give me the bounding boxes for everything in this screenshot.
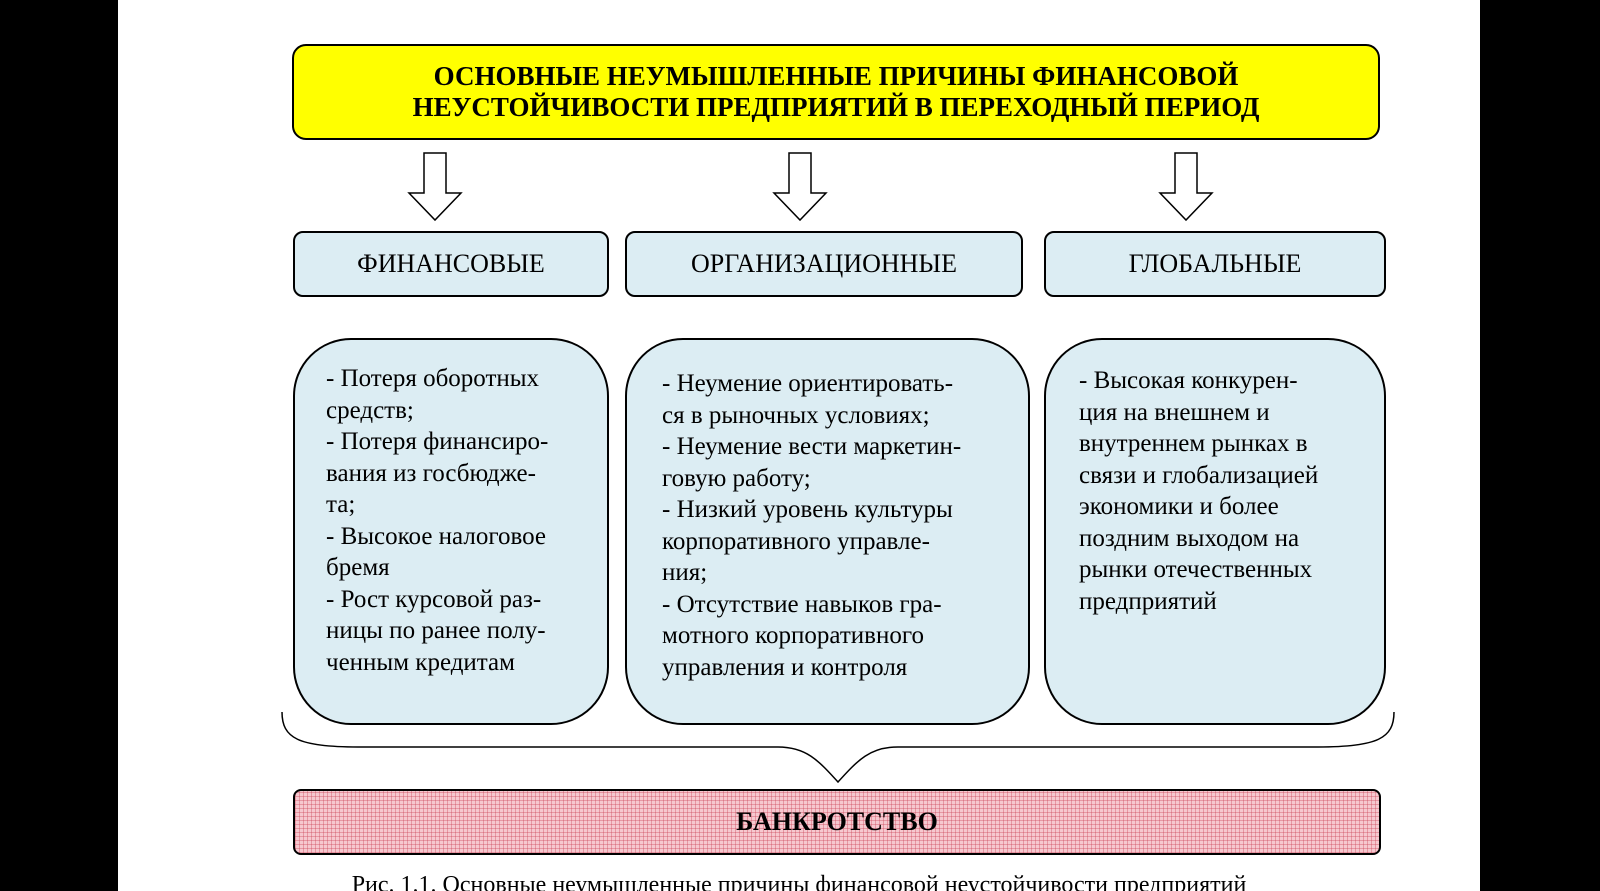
connectors	[281, 152, 1395, 784]
bankruptcy-label: БАНКРОТСТВО	[736, 807, 938, 836]
detail-line: ся в рыночных условиях;	[662, 401, 930, 429]
category-global: ГЛОБАЛЬНЫЕ	[1044, 231, 1386, 297]
detail-line: - Высокая конкурен-	[1079, 367, 1298, 394]
arrow-down-icon	[772, 152, 828, 222]
detail-line: бремя	[326, 554, 390, 581]
category-organizational: ОРГАНИЗАЦИОННЫЕ	[625, 231, 1023, 297]
bankruptcy-box: БАНКРОТСТВО	[293, 789, 1381, 855]
detail-line: рынки отечественных	[1079, 556, 1313, 583]
category-financial: ФИНАНСОВЫЕ	[293, 231, 609, 297]
details-global: - Высокая конкурен- ция на внешнем и вну…	[1044, 338, 1386, 725]
detail-line: та;	[326, 491, 356, 518]
detail-line: говую работу;	[662, 464, 811, 492]
category-label: ОРГАНИЗАЦИОННЫЕ	[690, 249, 957, 278]
arrow-down-icon	[1158, 152, 1214, 222]
detail-line: - Отсутствие навыков гра-	[662, 590, 942, 618]
detail-line: мотного корпоративного	[662, 622, 924, 649]
detail-line: управления и контроля	[662, 653, 908, 681]
detail-line: внутреннем рынках в	[1079, 430, 1308, 457]
diagram-title-line-2: НЕУСТОЙЧИВОСТИ ПРЕДПРИЯТИЙ В ПЕРЕХОДНЫЙ …	[412, 92, 1260, 122]
figure-caption: Рис. 1.1. Основные неумышленные причины …	[351, 872, 1247, 891]
diagram-title-box: ОСНОВНЫЕ НЕУМЫШЛЕННЫЕ ПРИЧИНЫ ФИНАНСОВОЙ…	[292, 44, 1380, 140]
detail-line: - Неумение вести маркетин-	[662, 433, 962, 460]
detail-line: - Низкий уровень культуры	[662, 496, 953, 523]
detail-line: ченным кредитам	[326, 648, 515, 676]
detail-line: предприятий	[1079, 587, 1217, 615]
detail-line: ция на внешнем и	[1079, 398, 1270, 426]
details-financial: - Потеря оборотных средств; - Потеря фин…	[293, 338, 609, 725]
detail-line: экономики и более	[1079, 493, 1279, 520]
detail-line: - Высокое налоговое	[326, 522, 547, 550]
detail-line: - Потеря оборотных	[326, 365, 540, 392]
category-label: ФИНАНСОВЫЕ	[357, 249, 545, 278]
detail-line: поздним выходом на	[1079, 524, 1300, 552]
arrow-down-icon	[407, 152, 463, 222]
detail-line: средств;	[326, 396, 414, 424]
detail-line: - Рост курсовой раз-	[326, 585, 542, 613]
diagram-title-line-1: ОСНОВНЫЕ НЕУМЫШЛЕННЫЕ ПРИЧИНЫ ФИНАНСОВОЙ	[433, 61, 1239, 91]
detail-line: - Потеря финансиро-	[326, 428, 549, 455]
curly-brace	[281, 711, 1395, 784]
document-page: ОСНОВНЫЕ НЕУМЫШЛЕННЫЕ ПРИЧИНЫ ФИНАНСОВОЙ…	[118, 0, 1480, 891]
detail-line: корпоративного управле-	[662, 527, 930, 555]
detail-line: ния;	[662, 559, 708, 586]
detail-line: - Неумение ориентировать-	[662, 370, 954, 397]
detail-line: вания из госбюдже-	[326, 459, 536, 487]
detail-line: ницы по ранее полу-	[326, 617, 546, 644]
category-label: ГЛОБАЛЬНЫЕ	[1128, 249, 1302, 278]
detail-line: связи и глобализацией	[1079, 461, 1319, 489]
details-organizational: - Неумение ориентировать- ся в рыночных …	[625, 338, 1030, 725]
